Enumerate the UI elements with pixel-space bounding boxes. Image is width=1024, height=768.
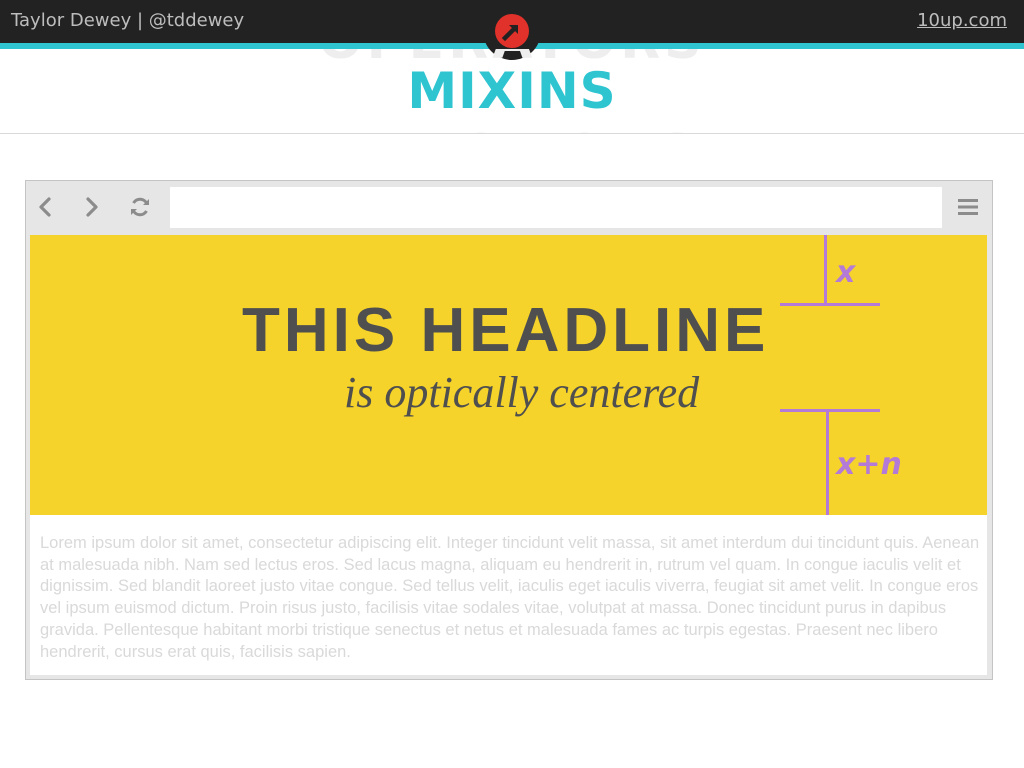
measure-bottom-horizontal-line	[780, 409, 880, 412]
measure-top-vertical-line	[824, 235, 827, 306]
reload-button[interactable]	[126, 193, 154, 221]
measure-bottom-vertical-line	[826, 409, 829, 515]
ghost-title-below: FUNCTIONS	[0, 124, 1024, 133]
chevron-left-icon	[39, 197, 51, 217]
hamburger-menu-icon	[958, 199, 978, 215]
measure-bottom-label: x+n	[836, 447, 902, 482]
chevron-right-icon	[86, 197, 98, 217]
browser-viewport: THIS HEADLINE is optically centered x x+…	[30, 235, 987, 675]
author-credit: Taylor Dewey | @tddewey	[11, 10, 245, 31]
measure-top-label: x	[836, 255, 856, 290]
address-bar[interactable]	[170, 187, 942, 228]
ghost-title-above: OPERATORS	[0, 49, 1024, 66]
refresh-icon	[131, 197, 149, 217]
measure-top-horizontal-line	[780, 303, 880, 306]
hero-banner: THIS HEADLINE is optically centered x x+…	[30, 235, 987, 515]
site-link[interactable]: 10up.com	[917, 10, 1007, 31]
browser-window: THIS HEADLINE is optically centered x x+…	[25, 180, 993, 680]
back-button[interactable]	[32, 193, 60, 221]
title-divider	[0, 133, 1024, 134]
hero-headline: THIS HEADLINE	[242, 296, 770, 365]
body-paragraph: Lorem ipsum dolor sit amet, consectetur …	[40, 534, 980, 661]
slide-title: MIXINS	[407, 62, 617, 120]
menu-button[interactable]	[954, 193, 982, 221]
forward-button[interactable]	[77, 193, 105, 221]
arrow-logo-icon	[495, 14, 529, 48]
logo-badge	[483, 2, 541, 60]
hero-subhead: is optically centered	[344, 368, 700, 417]
